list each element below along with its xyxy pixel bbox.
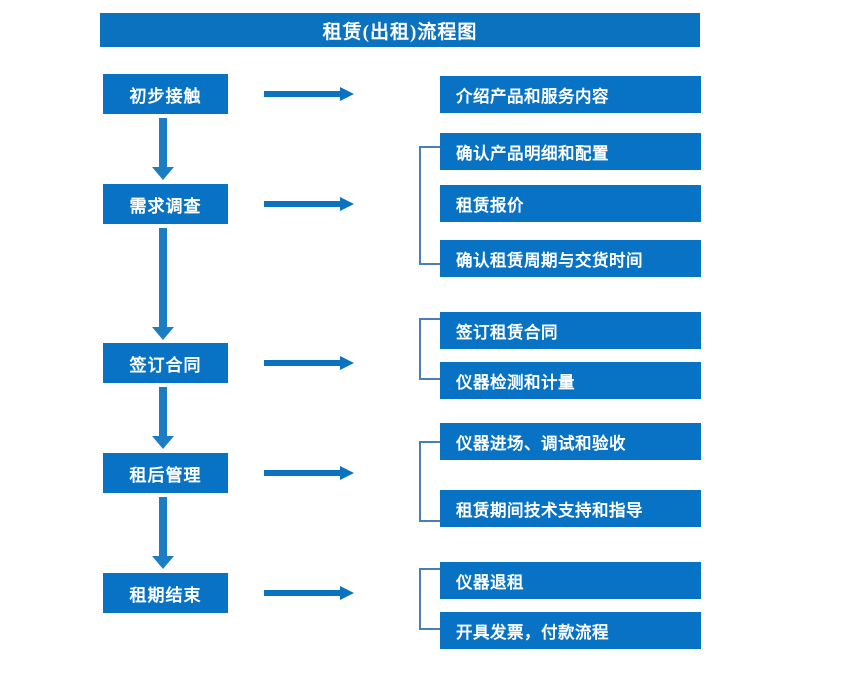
flow-arrow-down-4: [152, 497, 174, 569]
group-bracket-rental-end: [419, 568, 440, 630]
detail-box-rental-quotation[interactable]: 租赁报价: [440, 185, 701, 222]
detail-box-instrument-return[interactable]: 仪器退租: [440, 562, 701, 599]
stage-box-rental-end[interactable]: 租期结束: [103, 573, 228, 613]
stage-box-sign-contract[interactable]: 签订合同: [103, 343, 228, 383]
detail-box-instrument-inspection[interactable]: 仪器检测和计量: [440, 362, 701, 399]
group-bracket-requirement-survey: [419, 146, 440, 265]
flow-arrow-down-3: [152, 387, 174, 449]
detail-box-technical-support[interactable]: 租赁期间技术支持和指导: [440, 490, 701, 527]
detail-box-confirm-product-spec[interactable]: 确认产品明细和配置: [440, 133, 701, 170]
link-arrow-right-1: [264, 87, 354, 101]
flow-arrow-down-2: [152, 228, 174, 340]
link-arrow-right-4: [264, 466, 354, 480]
detail-box-sign-rental-contract[interactable]: 签订租赁合同: [440, 312, 701, 349]
detail-box-instrument-entry-commissioning[interactable]: 仪器进场、调试和验收: [440, 423, 701, 460]
flow-arrow-down-1: [152, 118, 174, 180]
detail-box-invoice-payment[interactable]: 开具发票，付款流程: [440, 612, 701, 649]
detail-box-confirm-period-delivery[interactable]: 确认租赁周期与交货时间: [440, 240, 701, 277]
stage-box-post-rental-management[interactable]: 租后管理: [103, 453, 228, 493]
group-bracket-post-rental-management: [419, 441, 440, 522]
group-bracket-sign-contract: [419, 318, 440, 380]
link-arrow-right-5: [264, 586, 354, 600]
link-arrow-right-2: [264, 197, 354, 211]
stage-box-initial-contact[interactable]: 初步接触: [103, 74, 228, 114]
stage-box-requirement-survey[interactable]: 需求调查: [103, 184, 228, 224]
link-arrow-right-3: [264, 356, 354, 370]
detail-box-introduce-products[interactable]: 介绍产品和服务内容: [440, 76, 701, 113]
diagram-title: 租赁(出租)流程图: [100, 13, 700, 47]
